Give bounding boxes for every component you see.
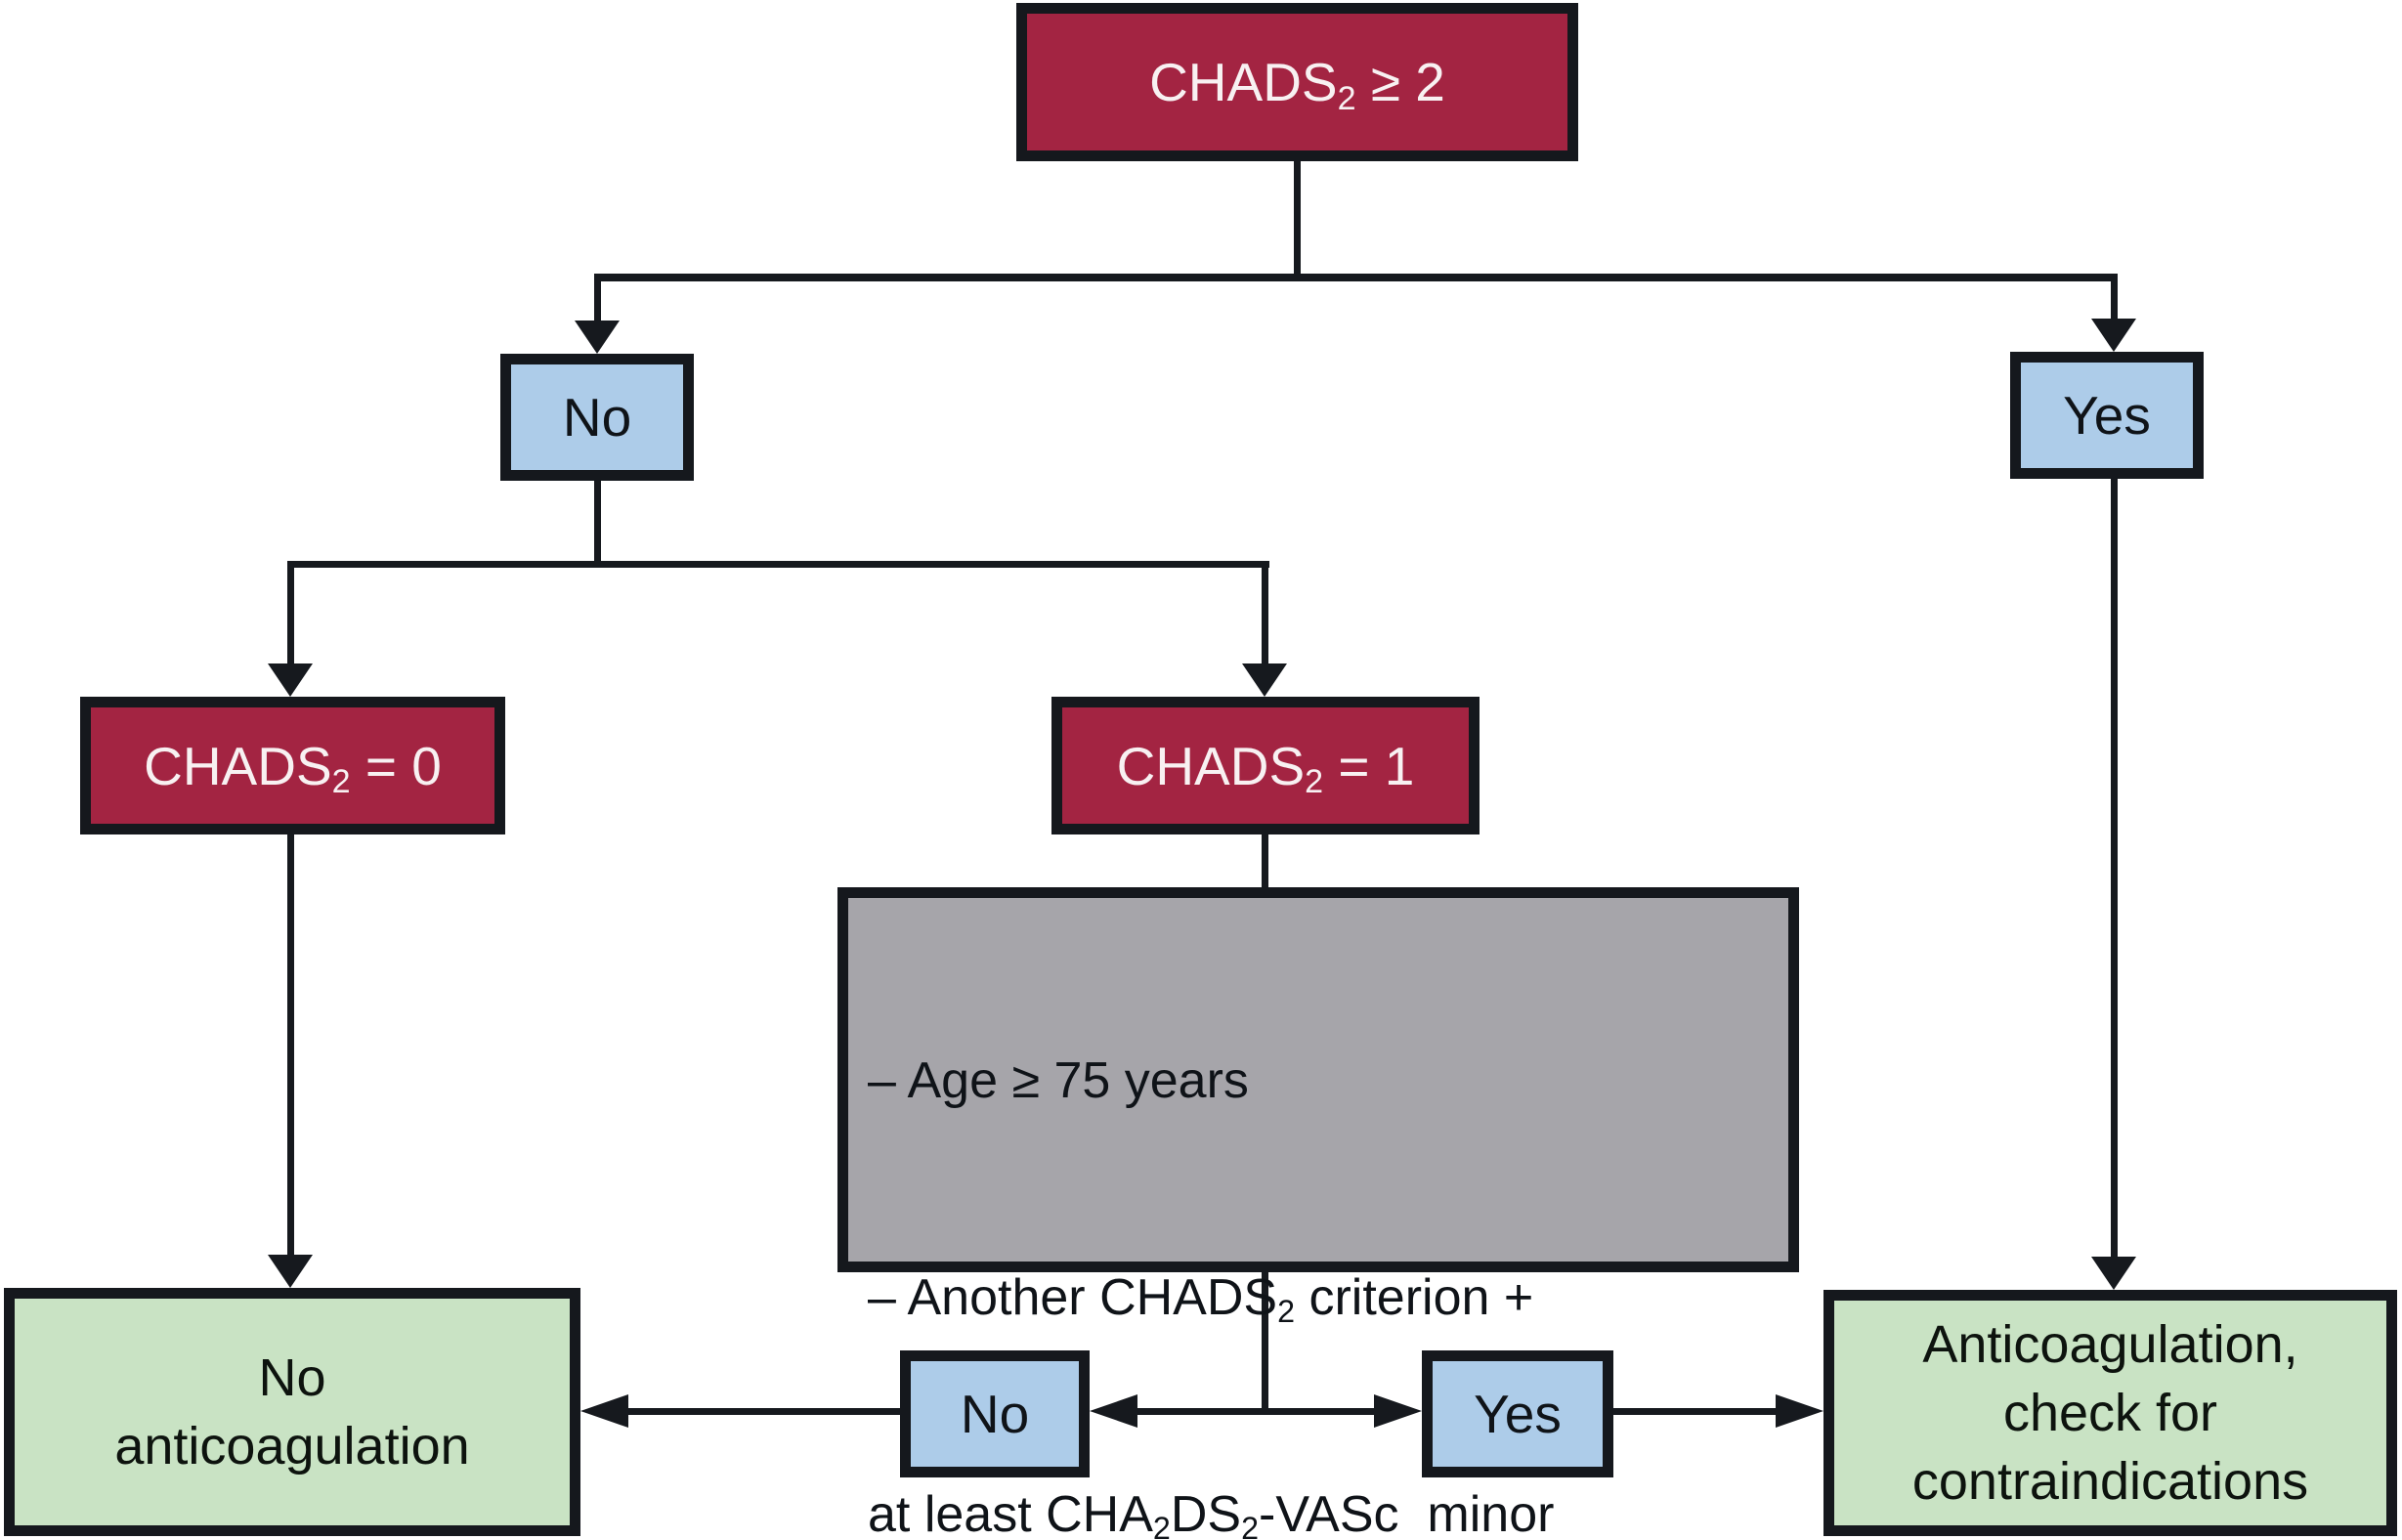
node-label: Anticoagulation, check for contraindicat… (1911, 1315, 2309, 1511)
connector-criteria-down (1262, 1272, 1268, 1412)
connector-branch-to-chads0 (287, 561, 294, 668)
arrowhead-right-into-yes-bottom (1374, 1394, 1422, 1428)
node-label: CHADS2 = 0 (144, 735, 442, 801)
connector-yes-to-outcome-right (1613, 1408, 1780, 1415)
node-criteria-no: No (900, 1350, 1090, 1477)
node-label: CHADS2 ≥ 2 (1149, 52, 1445, 117)
connector-chads1-to-criteria (1262, 834, 1268, 891)
node-label: CHADS2 = 1 (1116, 735, 1415, 801)
arrowhead-right-into-outcome-yes (1776, 1394, 1823, 1428)
connector-root-down (1294, 161, 1301, 277)
connector-no-down (594, 481, 601, 568)
node-label: No (562, 387, 632, 448)
node-label: No anticoagulation (114, 1348, 470, 1476)
node-chads2-eq-0: CHADS2 = 0 (80, 697, 505, 834)
criteria-line: – Another CHADS2 criterion + (868, 1269, 1534, 1330)
connector-branch-to-chads1 (1262, 561, 1268, 668)
criteria-line: – Age ≥ 75 years (868, 1052, 1249, 1109)
arrowhead-left-into-no-bottom (1090, 1394, 1137, 1428)
node-label: No (960, 1384, 1030, 1444)
connector-yes-to-outcome (2111, 479, 2118, 1261)
node-chads2-eq-1: CHADS2 = 1 (1051, 697, 1480, 834)
arrowhead-into-outcome-no (268, 1255, 313, 1288)
connector-criteria-split (1134, 1408, 1378, 1415)
node-branch-yes: Yes (2010, 352, 2204, 479)
arrowhead-into-chads1 (1242, 663, 1287, 697)
arrowhead-into-yes-top (2091, 319, 2136, 352)
node-criteria-yes: Yes (1422, 1350, 1613, 1477)
arrowhead-into-chads0 (268, 663, 313, 697)
connector-branch-to-no (594, 274, 601, 324)
connector-top-branch (594, 274, 2118, 281)
node-chads2-ge-2: CHADS2 ≥ 2 (1016, 3, 1578, 161)
connector-chads0-to-outcome (287, 834, 294, 1259)
criteria-line: at least CHA2DS2-VASc minor (868, 1486, 1555, 1540)
arrowhead-into-no-top (575, 321, 620, 354)
node-no-anticoagulation: No anticoagulation (4, 1288, 580, 1536)
node-label: Yes (2063, 385, 2151, 446)
arrowhead-into-outcome-yes (2091, 1257, 2136, 1290)
node-minor-criteria: – Age ≥ 75 years – Another CHADS2 criter… (837, 887, 1799, 1540)
connector-second-branch (290, 561, 1269, 568)
connector-no-to-outcome-left (625, 1408, 900, 1415)
connector-branch-to-yes (2111, 274, 2118, 322)
node-anticoagulation: Anticoagulation, check for contraindicat… (1823, 1290, 2397, 1536)
node-branch-no: No (500, 354, 694, 481)
node-label: Yes (1474, 1384, 1562, 1444)
arrowhead-left-into-outcome-no (580, 1394, 628, 1428)
